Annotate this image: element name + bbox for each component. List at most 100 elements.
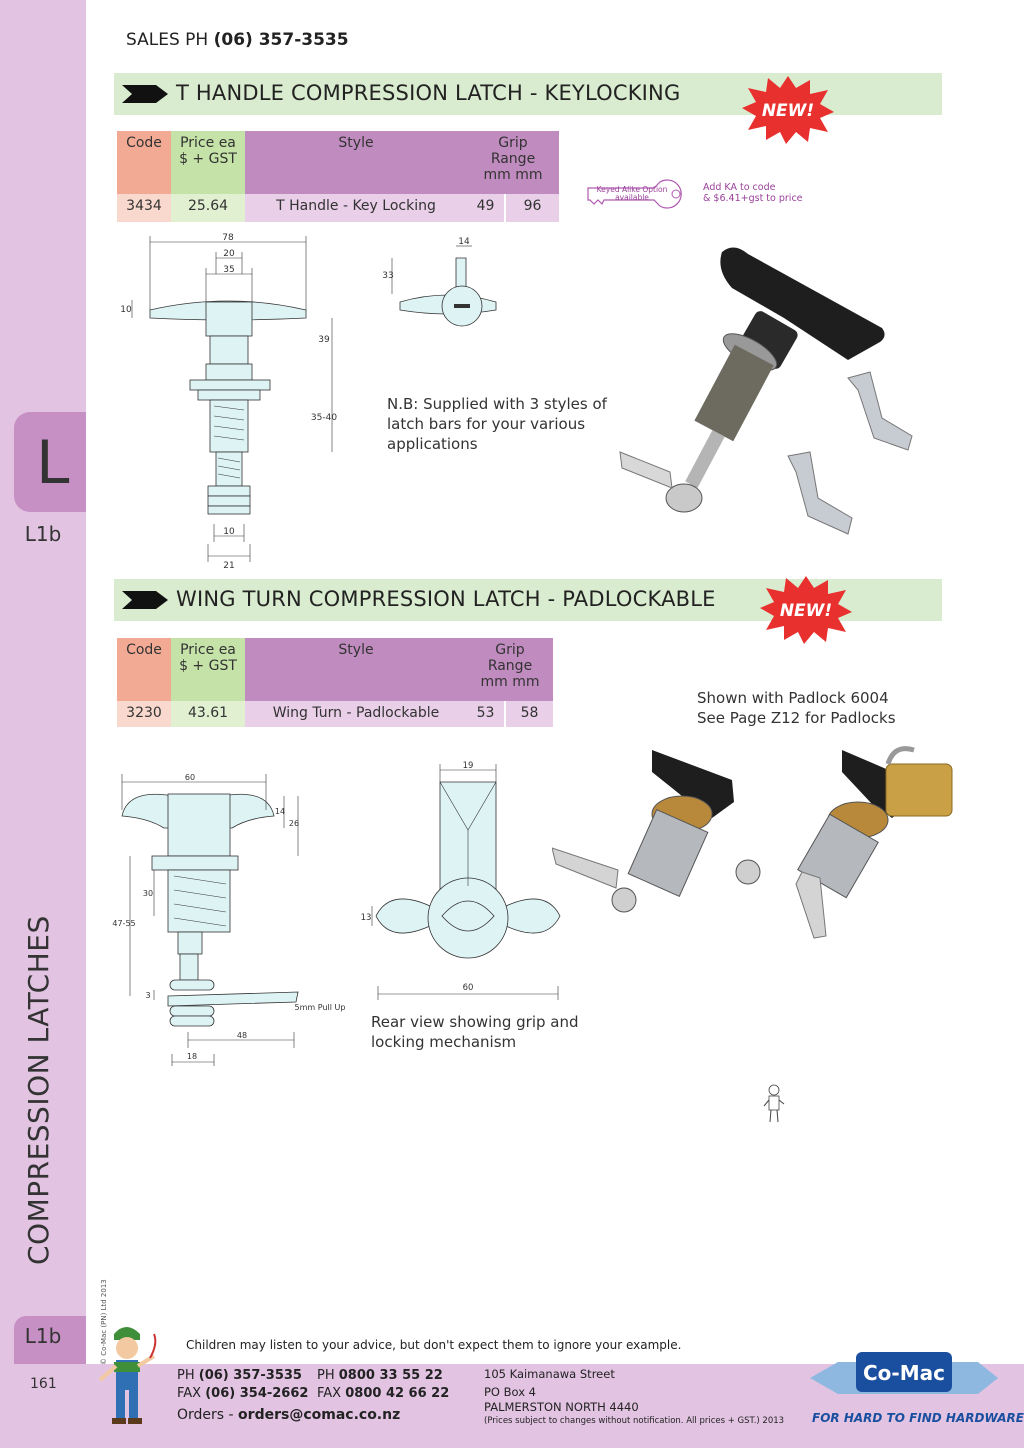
freefax-number: 0800 42 66 22 <box>345 1386 450 1401</box>
key-label-line1: Keyed Alike Option <box>597 185 668 194</box>
dim-48: 48 <box>237 1031 247 1040</box>
dim-3: 3 <box>145 991 150 1000</box>
wing-turn-rear-view: 19 13 60 <box>361 761 561 1000</box>
dim-18: 18 <box>187 1052 197 1061</box>
ka-note-line2: & $6.41+gst to price <box>703 193 803 204</box>
cell-grip-max: 96 <box>505 194 559 222</box>
orders-email-link[interactable]: orders@comac.co.nz <box>238 1407 401 1423</box>
footer-quote: Children may listen to your advice, but … <box>186 1338 682 1352</box>
t-handle-photo <box>619 247 913 535</box>
key-icon: Keyed Alike Option available <box>587 179 682 209</box>
note-line3: applications <box>387 435 478 453</box>
section-tab: L <box>14 412 86 512</box>
logo-tagline: FOR HARD TO FIND HARDWARE <box>812 1411 1024 1425</box>
cell-code: 3434 <box>117 194 171 222</box>
dim-30: 30 <box>143 889 153 898</box>
sales-label: SALES PH <box>126 30 209 50</box>
section-vertical-title: COMPRESSION LATCHES <box>22 915 55 1265</box>
freephone-label: PH <box>317 1368 335 1383</box>
fax-number: (06) 354-2662 <box>205 1386 309 1401</box>
dim-33: 33 <box>382 271 393 281</box>
footer-orders: Orders - orders@comac.co.nz <box>177 1407 400 1423</box>
dim-20: 20 <box>223 249 235 259</box>
rear-line1: Rear view showing grip and <box>371 1013 579 1031</box>
note-line2: latch bars for your various <box>387 415 586 433</box>
header-style: Style <box>245 638 467 701</box>
dim-35: 35 <box>223 265 234 275</box>
new-badge-text: NEW! <box>780 601 832 621</box>
key-label-line2: available <box>615 193 649 202</box>
dim-35-40: 35-40 <box>311 413 337 423</box>
dim-19: 19 <box>463 761 474 771</box>
header-style: Style <box>245 131 467 194</box>
orders-label: Orders - <box>177 1407 234 1423</box>
cell-grip-min: 53 <box>467 701 506 727</box>
cell-price: 25.64 <box>171 194 245 222</box>
header-grip-line1: Grip <box>498 135 528 151</box>
dim-47-55: 47-55 <box>112 919 135 928</box>
section-code-top: L1b <box>24 522 62 546</box>
dim-78: 78 <box>222 233 234 243</box>
dim-13: 13 <box>361 913 372 923</box>
header-grip-line2: Range <box>487 658 533 674</box>
section-code-bottom: L1b <box>24 1324 62 1348</box>
sidebar <box>0 0 86 1448</box>
mascot-small-icon <box>763 1084 785 1123</box>
phone-label: PH <box>177 1368 195 1383</box>
new-badge-text: NEW! <box>762 101 814 121</box>
footer-phone-freephone: PH 0800 33 55 22 <box>317 1368 443 1383</box>
header-grip-line1: Grip <box>495 642 525 658</box>
product2-rear-note: Rear view showing grip and locking mecha… <box>371 1012 579 1052</box>
cell-style: T Handle - Key Locking <box>245 194 467 222</box>
phone-number: (06) 357-3535 <box>198 1368 302 1383</box>
dim-14: 14 <box>275 807 285 816</box>
header-price-line1: Price ea <box>180 642 236 658</box>
product2-title: WING TURN COMPRESSION LATCH - PADLOCKABL… <box>176 587 716 611</box>
ka-note-line1: Add KA to code <box>703 182 776 193</box>
footer-fax: FAX (06) 354-2662 <box>177 1386 308 1401</box>
ka-note: Add KA to code & $6.41+gst to price <box>703 182 803 204</box>
dim-pull-up: 5mm Pull Up <box>295 1003 346 1012</box>
dim-39: 39 <box>318 335 330 345</box>
dim-60b: 60 <box>463 983 474 993</box>
logo-text: Co-Mac <box>863 1361 945 1385</box>
dim-26: 26 <box>289 819 299 828</box>
arrow-icon <box>122 591 168 609</box>
cell-code: 3230 <box>117 701 171 727</box>
header-price-line1: Price ea <box>180 135 236 151</box>
cell-style: Wing Turn - Padlockable <box>245 701 467 727</box>
sales-phone-number: (06) 357-3535 <box>213 30 349 50</box>
dim-60: 60 <box>185 773 195 782</box>
header-code: Code <box>117 638 171 701</box>
dim-14: 14 <box>458 237 470 247</box>
section-tab-letter: L <box>36 428 70 498</box>
dim-10: 10 <box>120 305 132 315</box>
wing-turn-photo <box>552 746 953 939</box>
header-grip-line2: Range <box>490 151 536 167</box>
shown-line2: See Page Z12 for Padlocks <box>697 709 896 727</box>
footer-phone: PH (06) 357-3535 <box>177 1368 302 1383</box>
note-line1: N.B: Supplied with 3 styles of <box>387 395 607 413</box>
header-grip-line3: mm mm <box>480 674 540 690</box>
product1-title: T HANDLE COMPRESSION LATCH - KEYLOCKING <box>176 81 681 105</box>
header-price: Price ea$ + GST <box>171 131 245 194</box>
shown-line1: Shown with Padlock 6004 <box>697 689 889 707</box>
product2-shown-note: Shown with Padlock 6004 See Page Z12 for… <box>697 688 896 728</box>
page-number: 161 <box>30 1376 57 1392</box>
freephone-number: 0800 33 55 22 <box>338 1368 443 1383</box>
dim-10b: 10 <box>223 527 235 537</box>
arrow-icon <box>122 85 168 103</box>
header-price: Price ea$ + GST <box>171 638 245 701</box>
address-line2: PO Box 4 <box>484 1385 536 1399</box>
header-code: Code <box>117 131 171 194</box>
header-grip-line3: mm mm <box>483 167 543 183</box>
disclaimer: (Prices subject to changes without notif… <box>484 1416 785 1426</box>
comac-logo: Co-Mac <box>810 1352 998 1394</box>
product1-note: N.B: Supplied with 3 styles of latch bar… <box>387 394 607 454</box>
t-handle-drawing: 78 20 35 10 39 35-40 10 21 <box>120 233 337 570</box>
header-price-line2: $ + GST <box>179 658 237 674</box>
fax-label: FAX <box>177 1386 202 1401</box>
